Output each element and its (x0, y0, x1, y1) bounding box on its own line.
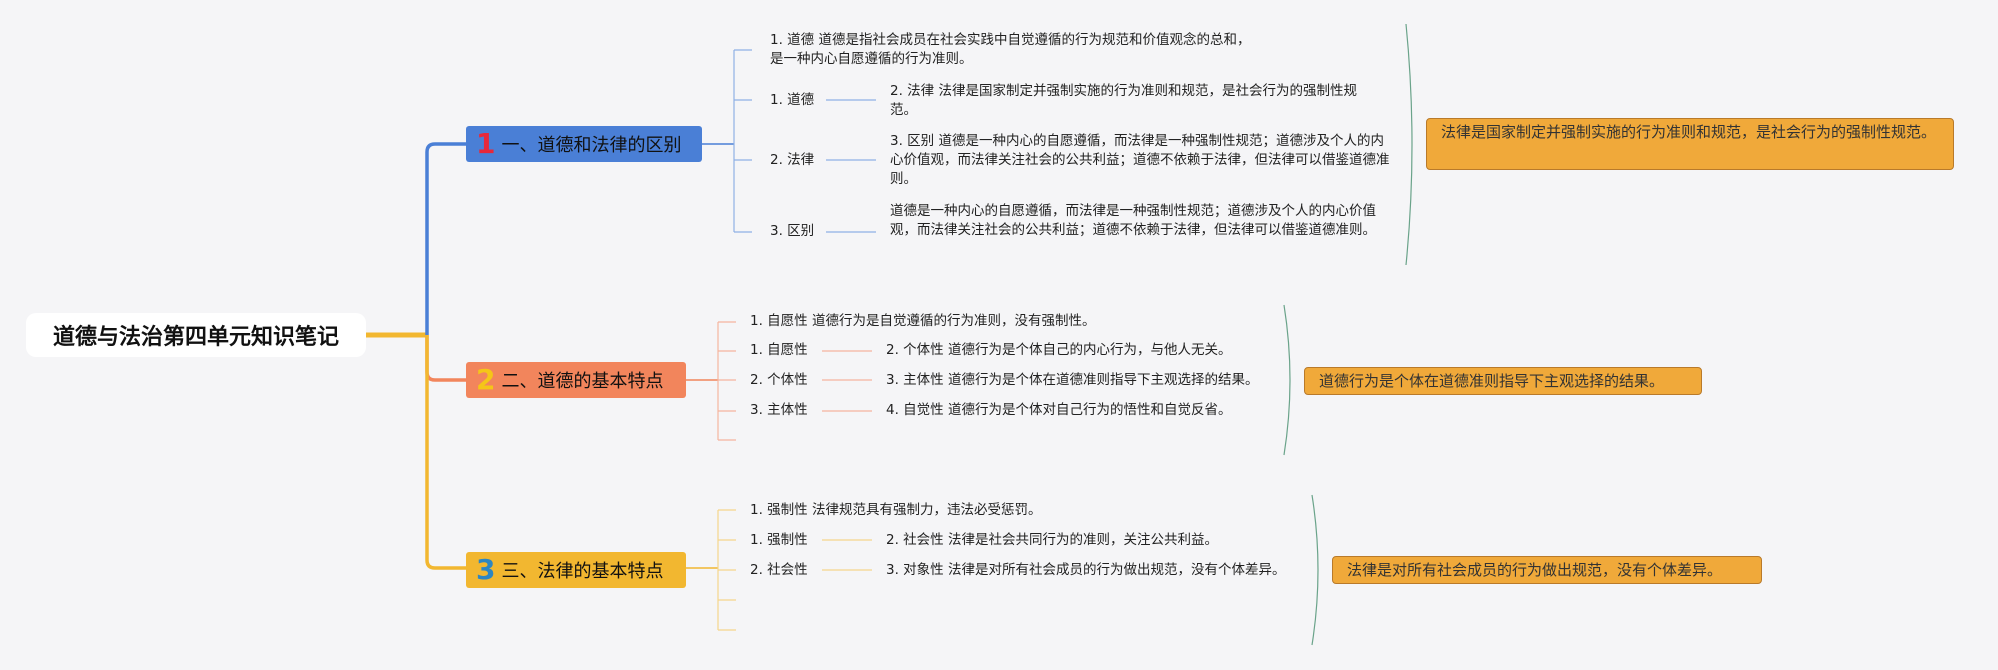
b1-child-1-line2[interactable]: 是一种内心自愿遵循的行为准则。 (770, 51, 973, 67)
branch-1[interactable]: 1 一、道德和法律的区别 (466, 126, 702, 162)
b2-child-3-label[interactable]: 2. 个体性 (750, 372, 808, 388)
b1-child-4-detail[interactable]: 道德是一种内心的自愿遵循，而法律是一种强制性规范；道德涉及个人的内心价值观，而法… (890, 203, 1376, 238)
branch-1-number: 1 (476, 127, 496, 160)
b1-child-1-line1[interactable]: 1. 道德 道德是指社会成员在社会实践中自觉遵循的行为规范和价值观念的总和， (770, 32, 1251, 48)
b1-child-2-label[interactable]: 1. 道德 (770, 92, 815, 108)
b1-child-3-detail[interactable]: 3. 区别 道德是一种内心的自愿遵循，而法律是一种强制性规范；道德涉及个人的内心… (890, 133, 1390, 187)
branch-2-number: 2 (476, 363, 496, 396)
b2-child-4-detail[interactable]: 4. 自觉性 道德行为是个体对自己行为的悟性和自觉反省。 (886, 402, 1232, 418)
b2-child-2-label[interactable]: 1. 自愿性 (750, 342, 808, 358)
branch-3-title: 三、法律的基本特点 (501, 561, 664, 582)
b1-child-4-label[interactable]: 3. 区别 (770, 223, 815, 239)
root-topic[interactable]: 道德与法治第四单元知识笔记 (26, 313, 366, 357)
b3-summary[interactable]: 法律是对所有社会成员的行为做出规范，没有个体差异。 (1332, 556, 1762, 584)
b2-child-3-detail[interactable]: 3. 主体性 道德行为是个体在道德准则指导下主观选择的结果。 (886, 372, 1259, 388)
branch-3[interactable]: 3 三、法律的基本特点 (466, 552, 686, 588)
b2-summary[interactable]: 道德行为是个体在道德准则指导下主观选择的结果。 (1304, 367, 1702, 395)
branch-2-title: 二、道德的基本特点 (501, 371, 664, 392)
b2-child-4-label[interactable]: 3. 主体性 (750, 402, 808, 418)
b3-child-2-label[interactable]: 1. 强制性 (750, 532, 808, 548)
b3-child-2-detail[interactable]: 2. 社会性 法律是社会共同行为的准则，关注公共利益。 (886, 532, 1218, 548)
b1-child-3-label[interactable]: 2. 法律 (770, 152, 815, 168)
branch-2[interactable]: 2 二、道德的基本特点 (466, 362, 686, 398)
branch-3-number: 3 (476, 553, 496, 586)
b3-child-3-label[interactable]: 2. 社会性 (750, 562, 808, 578)
b2-child-2-detail[interactable]: 2. 个体性 道德行为是个体自己的内心行为，与他人无关。 (886, 342, 1232, 358)
b1-child-2-detail[interactable]: 2. 法律 法律是国家制定并强制实施的行为准则和规范，是社会行为的强制性规范。 (890, 83, 1357, 118)
b3-child-3-detail[interactable]: 3. 对象性 法律是对所有社会成员的行为做出规范，没有个体差异。 (886, 562, 1286, 578)
b2-child-1-label[interactable]: 1. 自愿性 道德行为是自觉遵循的行为准则，没有强制性。 (750, 313, 1096, 329)
root-title: 道德与法治第四单元知识笔记 (52, 325, 339, 350)
b1-summary[interactable]: 法律是国家制定并强制实施的行为准则和规范，是社会行为的强制性规范。 (1426, 118, 1954, 170)
branch-1-title: 一、道德和法律的区别 (501, 135, 682, 156)
b3-child-1-label[interactable]: 1. 强制性 法律规范具有强制力，违法必受惩罚。 (750, 502, 1042, 518)
